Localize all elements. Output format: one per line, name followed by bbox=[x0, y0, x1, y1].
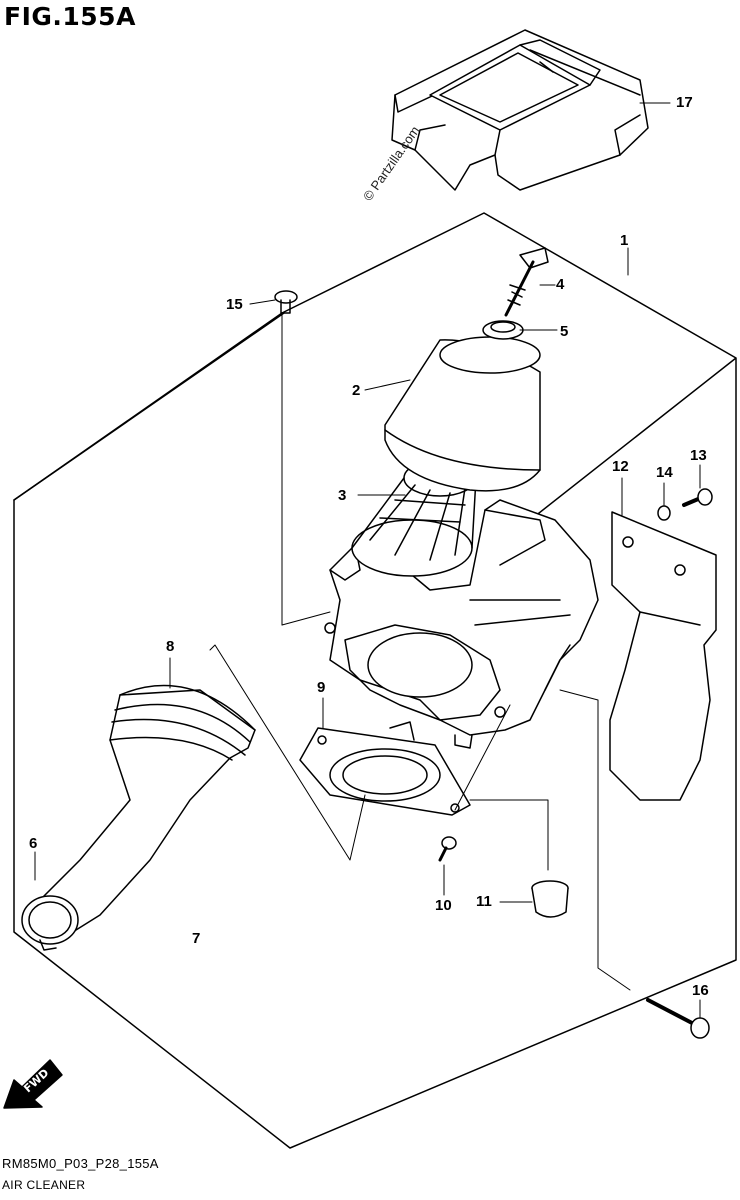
part-9-gasket bbox=[299, 721, 471, 816]
part-8-intake-boot bbox=[39, 684, 256, 941]
part-4-wing-bolt bbox=[504, 247, 549, 317]
callout-7: 7 bbox=[192, 930, 201, 947]
part-3-filter-cage bbox=[351, 459, 477, 577]
callout-2: 2 bbox=[352, 382, 361, 399]
part-6-clamp bbox=[21, 895, 79, 951]
callout-6: 6 bbox=[29, 835, 38, 852]
callout-12: 12 bbox=[612, 458, 629, 475]
part-17-cover bbox=[391, 29, 649, 191]
fwd-arrow-icon: FWD bbox=[3, 1059, 63, 1109]
figure-title: FIG.155A bbox=[4, 2, 136, 31]
callout-17: 17 bbox=[676, 94, 693, 111]
part-11-plug bbox=[531, 880, 569, 918]
figure-name: AIR CLEANER bbox=[2, 1178, 86, 1192]
leader-lines bbox=[34, 102, 701, 1019]
part-10-screw bbox=[438, 836, 457, 862]
callout-5: 5 bbox=[560, 323, 569, 340]
callout-15: 15 bbox=[226, 296, 243, 313]
part-16-bolt bbox=[646, 998, 710, 1039]
part-5-washer bbox=[482, 320, 524, 340]
callout-4: 4 bbox=[556, 276, 565, 293]
assembly-boundary bbox=[13, 212, 737, 1149]
callout-10: 10 bbox=[435, 897, 452, 914]
part-15-screw bbox=[274, 290, 298, 314]
callout-3: 3 bbox=[338, 487, 347, 504]
callout-14: 14 bbox=[656, 464, 673, 481]
callout-13: 13 bbox=[690, 447, 707, 464]
callout-8: 8 bbox=[166, 638, 175, 655]
callout-9: 9 bbox=[317, 679, 326, 696]
figure-code: RM85M0_P03_P28_155A bbox=[2, 1156, 159, 1171]
part-12-mud-guard bbox=[609, 511, 717, 801]
callout-11: 11 bbox=[476, 893, 492, 910]
callout-1: 1 bbox=[620, 232, 629, 249]
part-2-filter-element bbox=[384, 336, 541, 492]
part-14-washer bbox=[657, 505, 671, 521]
part-13-bolt bbox=[682, 488, 713, 507]
callout-16: 16 bbox=[692, 982, 709, 999]
